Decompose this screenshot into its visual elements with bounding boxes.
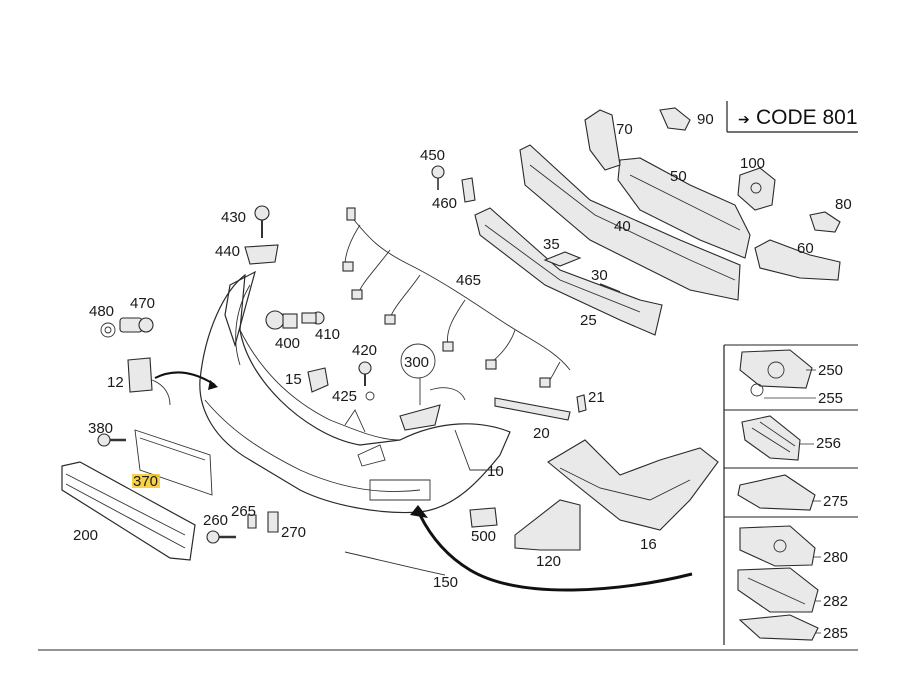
clip-35 [543, 251, 582, 267]
bracket-15 [307, 367, 329, 393]
bolt-420 [358, 361, 372, 386]
bolt-380 [97, 433, 126, 447]
label-270: 270 [281, 524, 306, 541]
label-250: 250 [818, 362, 843, 379]
label-480: 480 [89, 303, 114, 320]
clip-460 [461, 177, 476, 203]
label-120: 120 [536, 553, 561, 570]
label-300: 300 [404, 354, 429, 371]
label-40: 40 [614, 218, 631, 235]
washer-425 [365, 391, 375, 401]
label-430: 430 [221, 209, 246, 226]
label-380: 380 [88, 420, 113, 437]
sensor-470 [119, 317, 154, 333]
code-arrow-icon: ➔ [738, 111, 750, 127]
label-256: 256 [816, 435, 841, 452]
label-50: 50 [670, 168, 687, 185]
label-15: 15 [285, 371, 302, 388]
bracket-16 [547, 439, 719, 531]
wiring-harness [342, 207, 571, 388]
label-460: 460 [432, 195, 457, 212]
label-30: 30 [591, 267, 608, 284]
label-410: 410 [315, 326, 340, 343]
bolt-260 [206, 530, 236, 544]
label-500: 500 [471, 528, 496, 545]
strip-150 [344, 551, 446, 576]
clip-265 [247, 514, 257, 529]
label-100: 100 [740, 155, 765, 172]
cover-12 [127, 357, 171, 406]
variant-280 [739, 525, 816, 567]
sensor-410 [301, 311, 325, 325]
label-470: 470 [130, 295, 155, 312]
clip-440 [244, 244, 279, 265]
label-16: 16 [640, 536, 657, 553]
bracket-100 [737, 167, 776, 211]
pointer-arrows [154, 371, 693, 592]
bumper-cover [199, 273, 511, 514]
label-70: 70 [616, 121, 633, 138]
bracket-70 [584, 109, 621, 171]
label-20: 20 [533, 425, 550, 442]
strip-20 [494, 397, 571, 421]
bracket-80 [809, 211, 841, 233]
code-801-header: ➔ CODE 801 [726, 101, 858, 133]
screw-30 [599, 283, 621, 293]
label-465: 465 [456, 272, 481, 289]
variant-256 [741, 415, 801, 461]
bracket-60 [754, 239, 841, 281]
label-440: 440 [215, 243, 240, 260]
label-255: 255 [818, 390, 843, 407]
bracket-25 [474, 207, 663, 336]
grille-200 [61, 461, 196, 561]
grommet-480 [100, 322, 116, 338]
clip-270 [267, 511, 279, 533]
highlight-370 [132, 474, 160, 488]
leader-lines [764, 369, 821, 634]
variant-282 [737, 567, 819, 613]
label-10: 10 [487, 463, 504, 480]
label-275: 275 [823, 493, 848, 510]
label-420: 420 [352, 342, 377, 359]
bracket-120 [514, 499, 581, 551]
bumper-corner [224, 270, 256, 348]
label-35: 35 [543, 236, 560, 253]
label-12: 12 [107, 374, 124, 391]
label-260: 260 [203, 512, 228, 529]
label-282: 282 [823, 593, 848, 610]
plate-370 [134, 429, 213, 496]
clip-450 [431, 165, 445, 190]
label-400: 400 [275, 335, 300, 352]
bracket-300 [399, 343, 466, 431]
label-60: 60 [797, 240, 814, 257]
label-450: 450 [420, 147, 445, 164]
label-265: 265 [231, 503, 256, 520]
absorber-40 [519, 144, 741, 301]
label-90: 90 [697, 111, 714, 128]
sensor-holder-400 [265, 310, 298, 330]
variant-285 [738, 614, 819, 641]
part-labels: 90 70 100 50 80 40 60 35 30 25 450 460 4… [73, 111, 852, 642]
variant-panel [723, 344, 858, 645]
label-25: 25 [580, 312, 597, 329]
label-150: 150 [433, 574, 458, 591]
variant-250 [739, 349, 813, 397]
label-285: 285 [823, 625, 848, 642]
label-21: 21 [588, 389, 605, 406]
clip-500 [469, 507, 498, 528]
label-425: 425 [332, 388, 357, 405]
label-280: 280 [823, 549, 848, 566]
label-80: 80 [835, 196, 852, 213]
label-370: 370 [133, 473, 158, 490]
bolt-430 [254, 205, 270, 238]
bracket-90 [659, 107, 691, 131]
absorber-50 [617, 157, 751, 259]
code-label: CODE 801 [756, 106, 858, 129]
label-200: 200 [73, 527, 98, 544]
clip-21 [576, 394, 587, 413]
variant-275 [737, 474, 816, 511]
